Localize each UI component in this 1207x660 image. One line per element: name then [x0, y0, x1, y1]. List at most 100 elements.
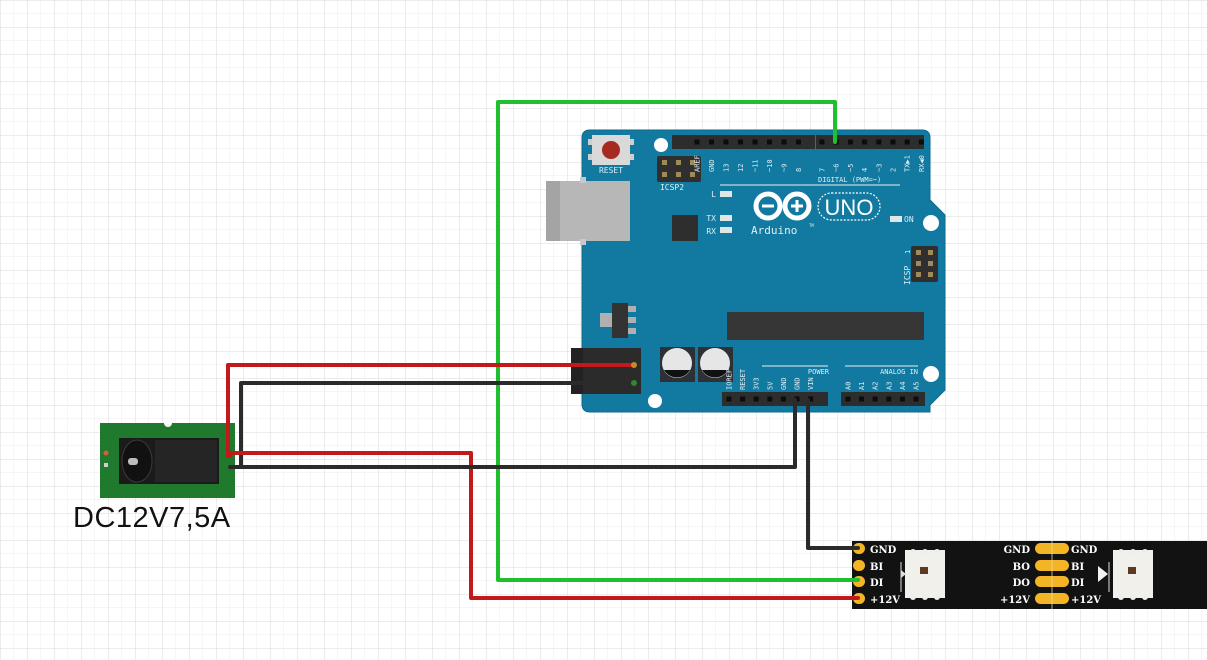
- header-pin[interactable]: [694, 139, 700, 145]
- header-pin[interactable]: [767, 396, 773, 402]
- pin-label: GND: [780, 377, 788, 390]
- pin-label: 7: [819, 168, 827, 172]
- voltage-regulator: [600, 303, 636, 338]
- header-pin[interactable]: [796, 139, 801, 145]
- header-pin[interactable]: [904, 139, 910, 145]
- power-red-wire-strip[interactable]: [228, 451, 860, 600]
- dc-power-jack-module[interactable]: [100, 423, 235, 498]
- strip-pad-label-mid-bi: BI: [1071, 562, 1084, 573]
- led-tx-label: TX: [706, 214, 716, 223]
- pin-label: TX▶1: [904, 155, 912, 172]
- analog-header-label: ANALOG IN: [880, 368, 918, 376]
- header-pin[interactable]: [918, 139, 924, 145]
- reset-label: RESET: [599, 166, 623, 175]
- header-pin[interactable]: [862, 139, 868, 145]
- capacitor: [660, 347, 695, 382]
- rgb-led-chip: [1098, 549, 1153, 600]
- mounting-hole: [654, 138, 668, 152]
- mounting-hole: [648, 394, 662, 408]
- pin-label: AREF: [694, 155, 702, 172]
- arduino-pcb: [581, 129, 946, 413]
- header-pin[interactable]: [890, 139, 896, 145]
- header-pin[interactable]: [876, 139, 882, 145]
- pin-label: ~3: [875, 164, 883, 172]
- data-wire[interactable]: [496, 100, 860, 582]
- digital-header: [672, 135, 924, 149]
- power-header: [722, 392, 828, 406]
- header-pin[interactable]: [709, 139, 714, 145]
- icsp-header: [911, 246, 938, 282]
- digital-header-label: DIGITAL (PWM=~): [818, 176, 881, 184]
- pin-label: IOREF: [726, 369, 734, 390]
- ground-wire-gnd1[interactable]: [228, 398, 797, 469]
- strip-pad-label-mid-bo: BO: [1013, 562, 1031, 573]
- power-header-label: POWER: [808, 368, 830, 376]
- pin-label: ~5: [847, 164, 855, 172]
- power-black-wire-arduino[interactable]: [239, 381, 636, 468]
- header-pin[interactable]: [845, 396, 851, 402]
- pin-label: 2: [890, 168, 898, 172]
- arduino-tm: TM: [809, 223, 814, 228]
- wire-endpoint: [631, 380, 637, 386]
- pin-label: 4: [861, 168, 869, 172]
- header-pin[interactable]: [913, 396, 919, 402]
- header-pin[interactable]: [723, 139, 729, 145]
- pin-label: A3: [885, 382, 893, 390]
- header-pin[interactable]: [886, 396, 892, 402]
- power-red-wire-arduino[interactable]: [226, 363, 636, 458]
- pin-label: 12: [737, 164, 745, 172]
- pin-label: ~11: [752, 159, 760, 172]
- strip-pad-label-mid-12v-in: +12V: [1071, 595, 1101, 606]
- ws2815-led-strip[interactable]: GND BI DI +12V GND BO DO +12V GND BI DI …: [852, 541, 1207, 609]
- rgb-led-chip: [900, 549, 945, 600]
- pin-label: A2: [872, 382, 880, 390]
- icsp-label: ICSP: [903, 266, 912, 285]
- led-tx: [720, 215, 732, 221]
- icsp2-label: ICSP2: [660, 183, 684, 192]
- strip-pad-label-mid-gnd-in: GND: [1071, 545, 1098, 556]
- mounting-hole: [923, 215, 939, 231]
- header-pin[interactable]: [752, 139, 758, 145]
- ground-wire-strip[interactable]: [806, 398, 860, 550]
- capacitor: [698, 347, 733, 382]
- header-pin[interactable]: [781, 139, 787, 145]
- header-pin[interactable]: [767, 139, 772, 145]
- pin-label: VIN: [807, 377, 815, 390]
- header-pin[interactable]: [808, 396, 814, 402]
- led-on: [890, 216, 902, 222]
- pin-label: 13: [723, 164, 731, 172]
- header-pin[interactable]: [859, 396, 865, 402]
- led-l-label: L: [711, 190, 716, 199]
- pin-label: RX◀0: [918, 155, 926, 172]
- pin-label: 8: [795, 168, 803, 172]
- arduino-uno-board[interactable]: RESET ICSP2: [546, 129, 946, 413]
- arduino-logo: [753, 191, 881, 221]
- strip-pad-label-left-gnd: GND: [870, 545, 897, 556]
- strip-pad-label-left-12v: +12V: [870, 595, 900, 606]
- header-pin[interactable]: [847, 139, 853, 145]
- arduino-barrel-jack[interactable]: [571, 348, 641, 394]
- header-pin[interactable]: [753, 396, 759, 402]
- header-pin[interactable]: [899, 396, 905, 402]
- header-pin[interactable]: [819, 139, 825, 145]
- pin-label: ~6: [833, 164, 841, 172]
- header-pin[interactable]: [738, 139, 743, 145]
- pin-label: GND: [708, 159, 716, 172]
- header-pin[interactable]: [726, 396, 732, 402]
- header-pin[interactable]: [780, 396, 786, 402]
- pin-label: A0: [845, 382, 853, 390]
- header-pin[interactable]: [794, 396, 800, 402]
- atmega-microcontroller: [727, 312, 924, 340]
- reset-button[interactable]: [588, 135, 634, 165]
- header-pin[interactable]: [872, 396, 878, 402]
- wire-endpoint: [631, 362, 637, 368]
- dc-jack-label: DC12V7,5A: [73, 502, 231, 534]
- strip-pad-label-mid-12v-out: +12V: [1000, 595, 1030, 606]
- analog-header: [841, 392, 925, 406]
- pin-label: A4: [899, 382, 907, 390]
- header-pin[interactable]: [740, 396, 746, 402]
- uno-label: UNO: [825, 195, 874, 220]
